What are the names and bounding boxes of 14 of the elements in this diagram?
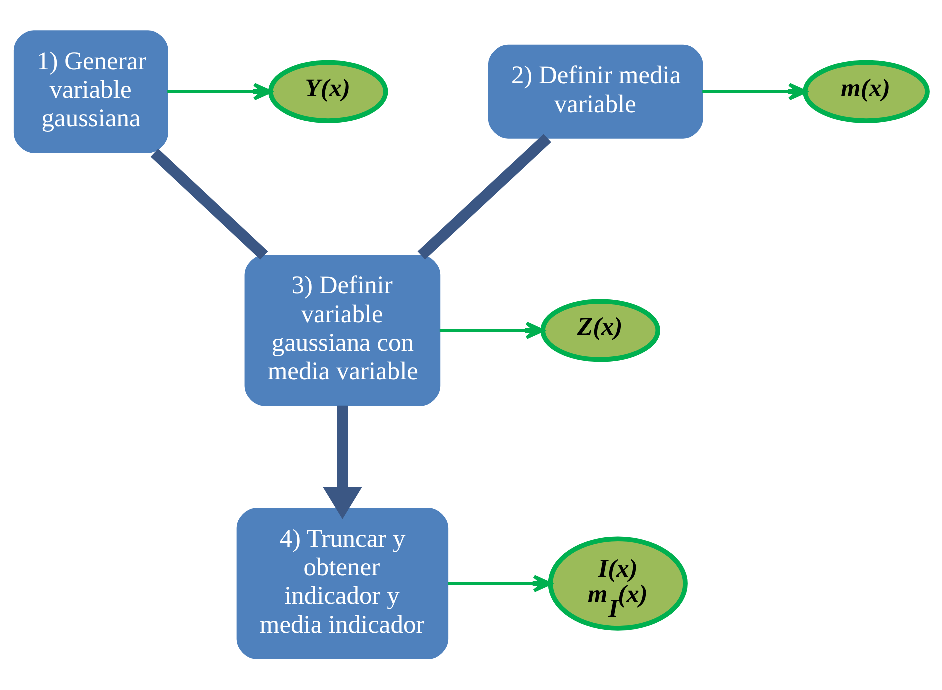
node-ellipse: Z(x) (540, 299, 660, 362)
node-box: 2) Definir media variable (488, 44, 704, 139)
connector (150, 148, 268, 260)
node-ellipse: Y(x) (268, 60, 388, 124)
arrow (168, 83, 272, 101)
arrow (702, 83, 808, 101)
node-box: 1) Generar variable gaussiana (14, 30, 168, 154)
node-box: 3) Definir variable gaussiana con media variable (244, 255, 441, 406)
node-ellipse: m(x) (803, 60, 930, 124)
arrow (440, 322, 544, 340)
arrow (323, 406, 362, 520)
arrow (448, 575, 552, 593)
connector (418, 134, 552, 260)
node-box: 4) Truncar y obtener indicador y media indicador (236, 508, 449, 660)
